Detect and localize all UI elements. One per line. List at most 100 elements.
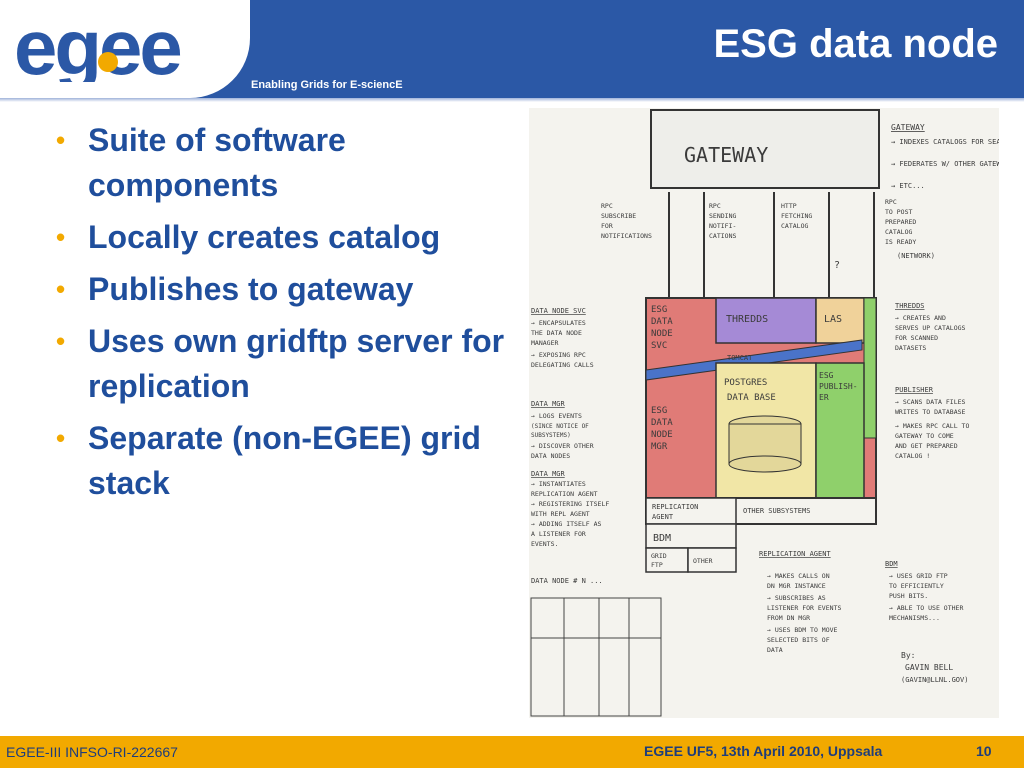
publisher-note: AND GET PREPARED — [895, 442, 958, 450]
bullet-icon: • — [56, 274, 66, 304]
arrow-label: IS READY — [885, 238, 916, 246]
gridftp-label: GRID — [651, 552, 667, 560]
las-label: LAS — [824, 314, 842, 325]
data-mgr-title-2: DATA MGR — [531, 470, 566, 478]
arrow-label: SUBSCRIBE — [601, 212, 636, 220]
bullet-item: •Separate (non-EGEE) grid stack — [56, 416, 506, 506]
bdm-note: TO EFFICIENTLY — [889, 582, 944, 590]
thredds-note-title: THREDDS — [895, 302, 925, 310]
publisher-box — [815, 362, 865, 499]
arrow-label: RPC — [601, 202, 613, 210]
las-box — [815, 297, 865, 344]
arrow-label: FETCHING — [781, 212, 812, 220]
postgres-label: DATA BASE — [727, 393, 776, 403]
esg-mgr-label: MGR — [651, 442, 668, 452]
data-mgr-note: (SINCE NOTICE OF — [531, 423, 589, 430]
esg-mgr-label: ESG — [651, 406, 667, 416]
bdm-note: → USES GRID FTP — [889, 572, 948, 580]
bullet-icon: • — [56, 222, 66, 252]
thredds-note: FOR SCANNED — [895, 334, 938, 342]
publisher-note: WRITES TO DATABASE — [895, 408, 966, 416]
gateway-label: GATEWAY — [684, 143, 768, 167]
data-mgr-note-2: REPLICATION AGENT — [531, 490, 598, 498]
footer-project-id: EGEE-III INFSO-RI-222667 — [6, 744, 178, 760]
bdm-note-title: BDM — [885, 560, 898, 568]
replication-note: → SUBSCRIBES AS — [767, 594, 826, 602]
arrow-label: CATALOG — [781, 222, 808, 230]
logo-panel: egee — [0, 0, 250, 98]
tomcat-band — [645, 339, 863, 381]
data-mgr-note-2: → ADDING ITSELF AS — [531, 520, 602, 528]
postgres-label: POSTGRES — [724, 378, 767, 388]
data-node-n-box — [530, 597, 662, 717]
other-label: OTHER — [693, 557, 713, 565]
question-mark: ? — [834, 260, 840, 271]
arrow-label: NOTIFICATIONS — [601, 232, 652, 240]
signature: By: — [901, 651, 915, 660]
data-mgr-note-2: EVENTS. — [531, 540, 558, 548]
egee-logo: egee — [14, 16, 183, 82]
page-number: 10 — [976, 743, 992, 759]
esg-svc-label: ESG — [651, 305, 667, 315]
tagline: Enabling Grids for E-sciencE — [251, 79, 403, 91]
gateway-note: → ETC... — [891, 182, 925, 190]
arrow-label: SENDING — [709, 212, 736, 220]
data-node-svc-note: DELEGATING CALLS — [531, 361, 594, 369]
bullet-item: •Locally creates catalog — [56, 215, 506, 260]
data-node-svc-note: → ENCAPSULATES — [531, 319, 586, 327]
other-subsystems-label: OTHER SUBSYSTEMS — [743, 507, 810, 515]
replication-note-title: REPLICATION AGENT — [759, 550, 831, 558]
publisher-label: ER — [819, 393, 829, 402]
arrow-label: HTTP — [781, 202, 797, 210]
bdm-note: MECHANISMS... — [889, 614, 940, 622]
other-box — [687, 547, 737, 573]
arrow-label: RPC — [709, 202, 721, 210]
arrow-label: TO POST — [885, 208, 912, 216]
replication-note: DN MGR INSTANCE — [767, 582, 826, 590]
gateway-note: → INDEXES CATALOGS FOR SEARCH — [891, 138, 999, 146]
gateway-box — [650, 109, 880, 189]
data-node-n-label: DATA NODE # N ... — [531, 577, 603, 585]
bullet-item: •Uses own gridftp server for replication — [56, 319, 506, 409]
replication-note: → MAKES CALLS ON — [767, 572, 830, 580]
data-mgr-title: DATA MGR — [531, 400, 566, 408]
arrow-label: FOR — [601, 222, 613, 230]
arrow-label: PREPARED — [885, 218, 916, 226]
bullet-item: •Suite of software components — [56, 118, 506, 208]
esg-svc-label: DATA — [651, 317, 673, 327]
arrow-label: CATALOG — [885, 228, 912, 236]
thredds-note: SERVES UP CATALOGS — [895, 324, 966, 332]
architecture-sketch: GATEWAY GATEWAY → INDEXES CATALOGS FOR S… — [529, 108, 999, 718]
publisher-label: PUBLISH- — [819, 382, 858, 391]
arrow-label: RPC — [885, 198, 897, 206]
header-divider — [0, 98, 1024, 102]
connection-arrows — [668, 192, 875, 298]
data-node-svc-note: MANAGER — [531, 339, 558, 347]
publisher-note-title: PUBLISHER — [895, 386, 934, 394]
bdm-note: PUSH BITS. — [889, 592, 928, 600]
esg-mgr-label: DATA — [651, 418, 673, 428]
esg-mgr-label: NODE — [651, 430, 673, 440]
esg-svc-label: SVC — [651, 341, 667, 351]
data-node-svc-note: THE DATA NODE — [531, 329, 582, 337]
green-strip — [863, 297, 877, 439]
bullet-icon: • — [56, 423, 66, 453]
data-mgr-note-2: → INSTANTIATES — [531, 480, 586, 488]
gateway-note-title: GATEWAY — [891, 123, 925, 132]
bullet-icon: • — [56, 326, 66, 356]
replication-note: → USES BDM TO MOVE — [767, 626, 838, 634]
bdm-note: → ABLE TO USE OTHER — [889, 604, 963, 612]
tomcat-label: TOMCAT — [727, 354, 753, 362]
data-mgr-note: → LOGS EVENTS — [531, 412, 582, 420]
signature: GAVIN BELL — [905, 663, 953, 672]
publisher-label: ESG — [819, 371, 834, 380]
bdm-box — [645, 523, 737, 549]
publisher-note: → MAKES RPC CALL TO — [895, 422, 969, 430]
thredds-note: DATASETS — [895, 344, 926, 352]
replication-agent-label: REPLICATION — [652, 503, 698, 511]
data-mgr-note: SUBSYSTEMS) — [531, 432, 571, 439]
arrow-label: NOTIFI- — [709, 222, 736, 230]
svg-text:egee: egee — [14, 16, 180, 82]
data-mgr-note-2: WITH REPL AGENT — [531, 510, 590, 518]
gateway-note: → FEDERATES W/ OTHER GATEWAYS — [891, 160, 999, 168]
